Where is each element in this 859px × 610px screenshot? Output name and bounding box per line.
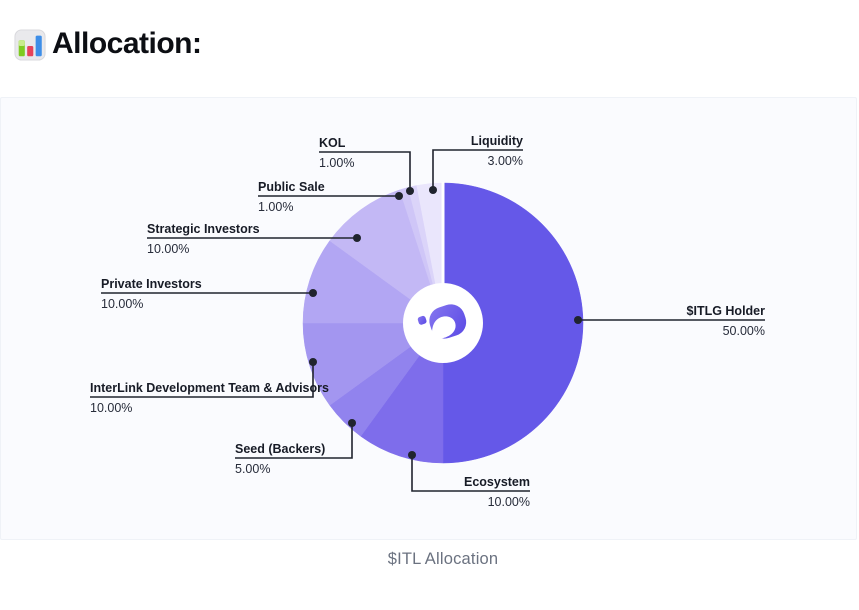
slice-percent: 5.00%	[235, 462, 271, 476]
slice-percent: 10.00%	[90, 401, 133, 415]
slice-label-3: InterLink Development Team & Advisors 10.…	[90, 380, 329, 416]
slice-name: Strategic Investors	[147, 222, 260, 236]
slice-percent: 10.00%	[147, 242, 190, 256]
slice-name: InterLink Development Team & Advisors	[90, 381, 329, 395]
slice-label-5: Strategic Investors 10.00%	[147, 221, 357, 257]
slice-label-1: Ecosystem 10.00%	[412, 474, 530, 510]
slice-label-6: Public Sale 1.00%	[258, 179, 400, 215]
slice-name: KOL	[319, 136, 346, 150]
slice-percent: 1.00%	[319, 156, 355, 170]
slice-percent: 50.00%	[722, 324, 765, 338]
slice-name: Public Sale	[258, 180, 325, 194]
slice-name: $ITLG Holder	[686, 304, 765, 318]
slice-label-8: Liquidity 3.00%	[431, 133, 523, 169]
slice-label-7: KOL 1.00%	[319, 135, 411, 171]
chart-caption: $ITL Allocation	[387, 550, 499, 568]
slice-percent: 10.00%	[487, 495, 530, 509]
pie-slice-0[interactable]	[442, 182, 584, 464]
slice-percent: 3.00%	[487, 154, 523, 168]
slice-name: Liquidity	[470, 134, 523, 148]
slice-percent: 1.00%	[258, 200, 294, 214]
page-title: Allocation:	[52, 27, 202, 60]
slice-label-0: $ITLG Holder 50.00%	[578, 303, 765, 339]
slice-name: Seed (Backers)	[235, 442, 326, 456]
slice-name: Ecosystem	[463, 475, 530, 489]
slice-name: Private Investors	[101, 277, 202, 291]
slice-label-4: Private Investors 10.00%	[101, 276, 313, 312]
slice-percent: 10.00%	[101, 297, 144, 311]
bar-chart-icon	[14, 29, 46, 61]
slice-label-2: Seed (Backers) 5.00%	[235, 441, 352, 477]
